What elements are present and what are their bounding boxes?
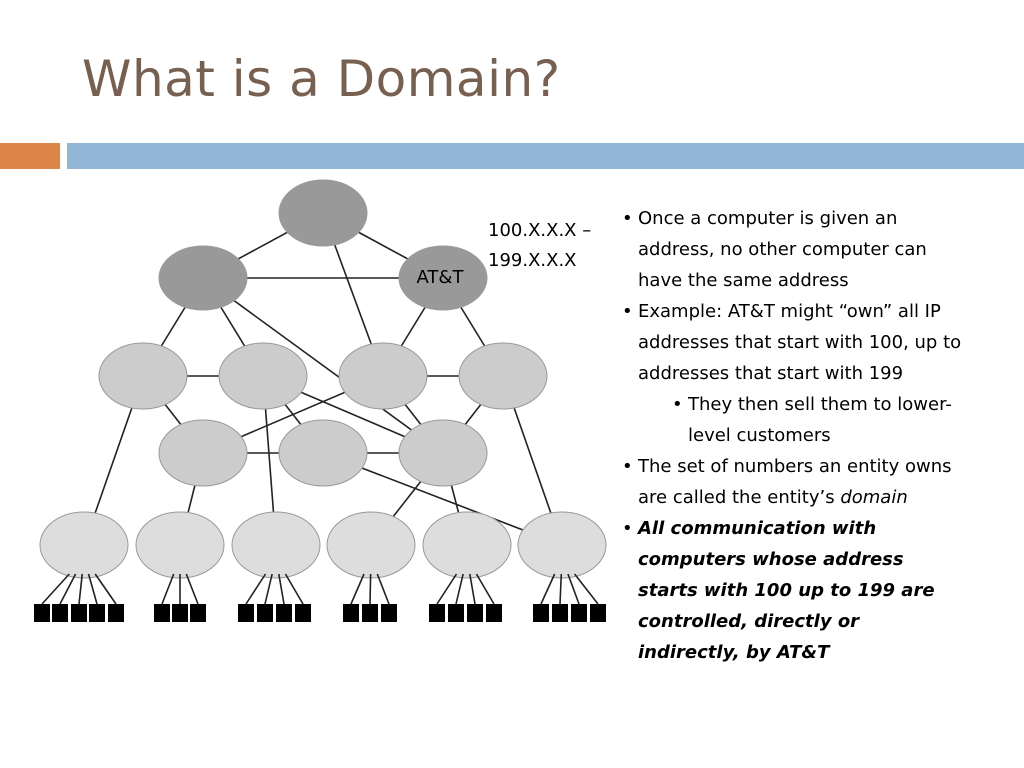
host-computer-icon (429, 604, 445, 622)
address-range-start: 100.X.X.X – (488, 220, 592, 241)
host-link (369, 573, 372, 605)
host-computer-icon (590, 604, 606, 622)
router-node (218, 342, 308, 410)
host-link (350, 573, 365, 605)
host-computer-icon (238, 604, 254, 622)
bullet-dot-icon: • (622, 208, 633, 229)
bullet-dot-icon: • (622, 456, 633, 477)
att-router-node (398, 245, 488, 311)
bullet-item: •Once a computer is given an address, no… (622, 203, 967, 296)
host-link (78, 573, 84, 605)
host-computer-icon (71, 604, 87, 622)
bullet-item: •The set of numbers an entity owns are c… (622, 451, 967, 513)
host-link (278, 573, 285, 605)
host-computer-icon (295, 604, 311, 622)
domain-term: domain (840, 487, 908, 508)
router-node (398, 419, 488, 487)
bullet-dot-icon: • (622, 301, 633, 322)
network-link (322, 452, 563, 546)
router-node (458, 342, 548, 410)
accent-bar-orange (0, 143, 60, 169)
router-node (278, 419, 368, 487)
host-link (264, 573, 273, 605)
host-computer-icon (34, 604, 50, 622)
host-link (87, 573, 98, 605)
bullet-dot-icon: • (672, 394, 683, 415)
router-node (517, 511, 607, 579)
router-node (39, 511, 129, 579)
router-node (326, 511, 416, 579)
host-computer-icon (108, 604, 124, 622)
router-node (422, 511, 512, 579)
host-computer-icon (362, 604, 378, 622)
bullet-item: •Example: AT&T might “own” all IP addres… (622, 296, 967, 389)
host-link (567, 573, 580, 605)
host-computer-icon (172, 604, 188, 622)
host-link (185, 573, 199, 605)
host-computer-icon (467, 604, 483, 622)
host-link (376, 573, 390, 605)
host-link (573, 573, 599, 605)
host-computer-icon (571, 604, 587, 622)
host-computer-icon (448, 604, 464, 622)
network-nodes (39, 179, 607, 579)
host-link (436, 573, 458, 605)
address-range-label: 100.X.X.X – 199.X.X.X (488, 216, 591, 276)
host-link (94, 573, 117, 605)
bullet-item-emphasis: •All communication with computers whose … (622, 513, 967, 668)
bullet-dot-icon: • (622, 518, 633, 539)
sub-bullet-item: •They then sell them to lower-level cust… (672, 389, 967, 451)
router-node (338, 342, 428, 410)
accent-bar-blue (67, 143, 1024, 169)
router-node (158, 245, 248, 311)
host-link (469, 573, 476, 605)
slide-title: What is a Domain? (82, 50, 561, 108)
host-computer-icon (381, 604, 397, 622)
host-computer-icon (552, 604, 568, 622)
host-computer-icon (486, 604, 502, 622)
router-node (98, 342, 188, 410)
host-computers (34, 573, 606, 622)
address-range-end: 199.X.X.X (488, 250, 577, 271)
host-link (59, 573, 77, 605)
host-computer-icon (276, 604, 292, 622)
host-computer-icon (52, 604, 68, 622)
host-link (455, 573, 464, 605)
host-computer-icon (154, 604, 170, 622)
router-node (158, 419, 248, 487)
att-node-label: AT&T (417, 267, 465, 288)
host-link (245, 573, 267, 605)
router-node (135, 511, 225, 579)
bullet-list: •Once a computer is given an address, no… (622, 203, 967, 668)
host-computer-icon (89, 604, 105, 622)
host-link (161, 573, 175, 605)
host-link (475, 573, 495, 605)
host-link (284, 573, 304, 605)
host-computer-icon (257, 604, 273, 622)
router-node (231, 511, 321, 579)
network-link (202, 277, 444, 454)
host-computer-icon (533, 604, 549, 622)
network-hierarchy-diagram: AT&T (34, 179, 607, 622)
router-node (278, 179, 368, 247)
host-link (559, 573, 563, 605)
host-computer-icon (343, 604, 359, 622)
host-link (540, 573, 556, 605)
host-computer-icon (190, 604, 206, 622)
host-link (41, 573, 70, 605)
